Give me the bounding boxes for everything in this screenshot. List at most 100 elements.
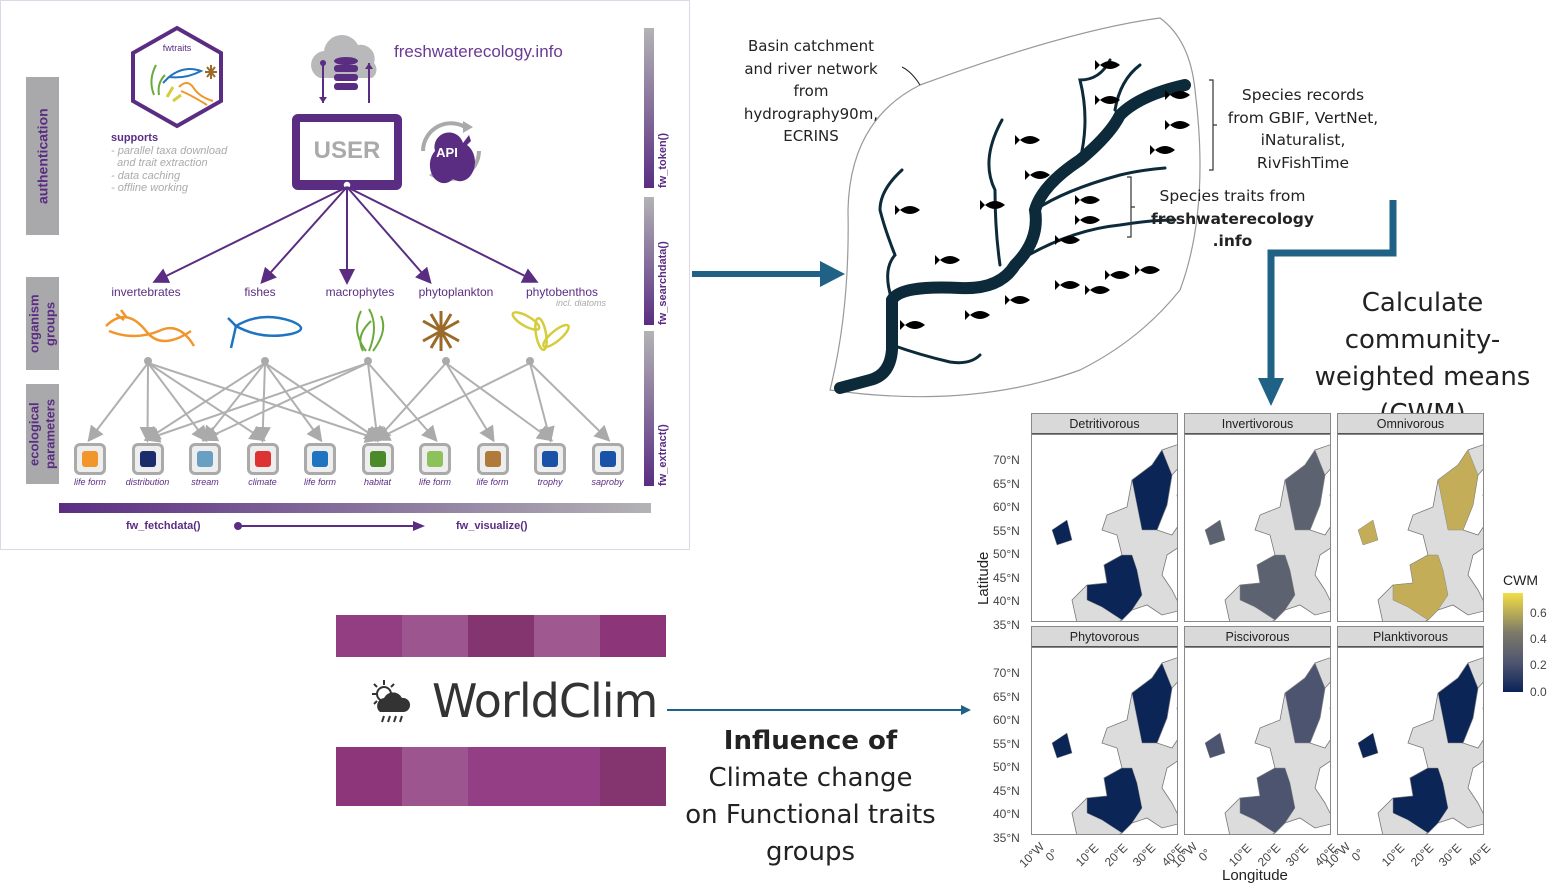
worldclim-bottom-band — [336, 747, 666, 806]
y-tick-label: 45°N — [993, 783, 1020, 798]
x-tick-label: 20°E — [1101, 840, 1130, 870]
fwtraits-logo: fwtraits — [131, 25, 223, 129]
traits-line: Species traits from — [1159, 187, 1306, 205]
brackets — [1209, 79, 1217, 171]
parameter-label: climate — [248, 477, 277, 487]
weather-icon — [372, 680, 411, 723]
param-glyph — [542, 451, 558, 467]
macrophyte-life-form-icon — [419, 443, 451, 475]
cwm-line: weighted means — [1314, 362, 1531, 392]
group-label-phytobenthos: phytobenthos — [525, 285, 599, 299]
arrow-to-maps — [667, 705, 971, 715]
group-parameter-link — [445, 362, 495, 443]
facet-panel — [1031, 647, 1203, 844]
fish-icon — [1055, 280, 1080, 290]
band-segment — [402, 747, 468, 806]
habitat-icon — [361, 443, 394, 475]
legend-tick: 0.4 — [1530, 632, 1547, 646]
fish-icon — [1165, 120, 1190, 130]
diatom-icon — [511, 311, 570, 352]
trophy-chart-icon — [534, 443, 566, 475]
y-tick-label: 35°N — [993, 617, 1020, 632]
group-label-macrophytes: macrophytes — [325, 285, 395, 299]
group-parameter-link — [264, 362, 381, 442]
y-tick-label: 60°N — [993, 713, 1020, 727]
param-glyph — [254, 451, 271, 467]
group-parameter-link — [87, 362, 149, 443]
facet-strip: Invertivorous — [1184, 413, 1331, 435]
group-parameter-link — [254, 362, 271, 443]
invertebrate-life-form-icon — [74, 443, 106, 475]
fish-icon — [895, 205, 920, 215]
facet-strip: Omnivorous — [1337, 413, 1484, 435]
facet-strip: Detritivorous — [1031, 413, 1178, 435]
influence-bold: Influence of — [723, 726, 898, 756]
group-parameter-link — [373, 362, 531, 441]
influence-line: on Functional traits — [685, 800, 936, 830]
group-parameter-link — [529, 362, 555, 443]
fish-icon — [1015, 135, 1040, 145]
distribution-map-icon — [131, 443, 164, 475]
band-segment — [468, 615, 534, 657]
macrophyte-icon — [356, 308, 385, 352]
traits-bracket — [1127, 176, 1135, 238]
parameter-label: saproby — [591, 477, 624, 487]
x-tick-label: 20°E — [1407, 840, 1436, 870]
group-parameter-link — [201, 362, 369, 442]
legend-tick: 0.6 — [1530, 606, 1547, 620]
y-tick-label: 35°N — [993, 830, 1020, 845]
band-segment — [534, 747, 600, 806]
phytoplankton-icon — [422, 311, 460, 351]
fish-life-form-icon — [304, 443, 336, 475]
y-tick-label: 50°N — [993, 547, 1020, 561]
fish-icon — [1165, 90, 1190, 100]
arrow-to-basin — [692, 261, 845, 287]
band-segment — [336, 615, 402, 657]
saproby-chart-icon — [591, 443, 624, 475]
y-tick-label: 70°N — [993, 453, 1020, 467]
group-parameter-link — [374, 362, 447, 442]
group-label-fishes: fishes — [244, 285, 276, 299]
x-tick-label: 10°E — [1378, 840, 1408, 870]
fish-icon — [1005, 295, 1030, 305]
supports-block: supports - parallel taxa download and tr… — [111, 132, 227, 195]
facet-strip: Phytovorous — [1031, 626, 1178, 648]
fish-icon — [1095, 60, 1120, 70]
group-parameter-link — [445, 362, 554, 442]
fw-token-bar — [644, 28, 654, 188]
x-tick-label: 10°W — [1016, 839, 1048, 871]
band-segment — [534, 615, 600, 657]
x-tick-label: 10°E — [1225, 840, 1255, 870]
param-glyph — [197, 451, 213, 467]
catchment-note: Basin catchment and river network from h… — [743, 37, 879, 145]
parameter-label: habitat — [363, 477, 392, 487]
param-glyph — [369, 451, 386, 467]
y-tick-label: 65°N — [993, 476, 1020, 491]
y-tick-label: 65°N — [993, 689, 1020, 704]
x-axis-label: Longitude — [1222, 867, 1288, 884]
logo-text: fwtraits — [163, 43, 192, 53]
thermometer-icon — [246, 443, 279, 475]
records-line: from GBIF, VertNet, — [1227, 108, 1379, 127]
group-parameter-link — [147, 362, 208, 443]
facet-strip: Piscivorous — [1184, 626, 1331, 648]
y-axis-label: Latitude — [975, 551, 992, 605]
legend-tick: 0.2 — [1530, 658, 1547, 672]
records-line: RivFishTime — [1256, 153, 1350, 172]
traits-bold-line: .info — [1212, 232, 1253, 250]
worldclim-name: WorldClim — [432, 674, 658, 728]
cwm-region — [1051, 449, 1203, 621]
param-glyph — [139, 451, 156, 467]
x-tick-label: 20°E — [1254, 840, 1283, 870]
user-label: USER — [300, 122, 394, 180]
y-tick-label: 55°N — [993, 523, 1020, 538]
cwm-region — [1204, 449, 1356, 621]
worldclim-top-band — [336, 615, 666, 657]
fw-extract-bar — [644, 331, 654, 486]
cwm-step-label: Calculate community- weighted means (CWM… — [1280, 285, 1559, 433]
basin-map — [829, 17, 1201, 398]
x-tick-label: 40°E — [1464, 840, 1493, 870]
y-tick-label: 55°N — [993, 736, 1020, 751]
y-tick-label: 50°N — [993, 760, 1020, 774]
